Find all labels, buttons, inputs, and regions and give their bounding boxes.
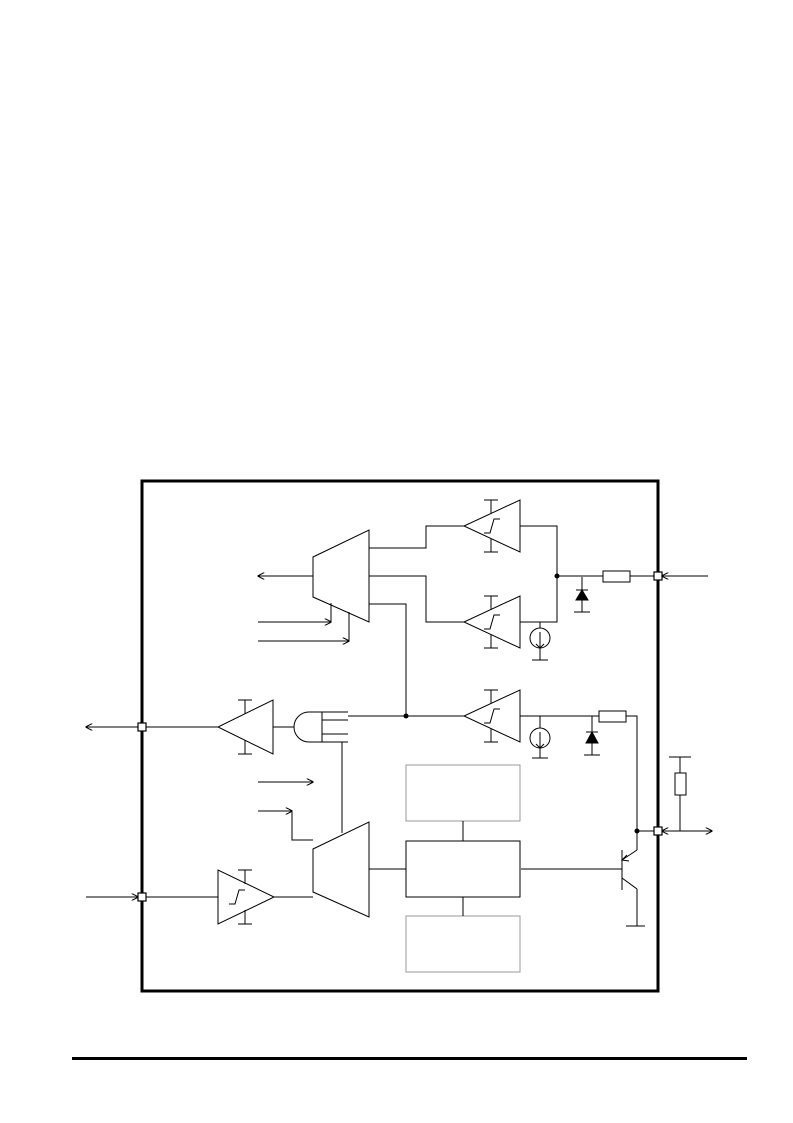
junction-dots	[403, 573, 640, 834]
chip-outline	[140, 479, 660, 993]
footer-rule	[72, 1057, 747, 1060]
logic-block-mid	[405, 840, 521, 898]
npn-transistor	[521, 849, 645, 927]
series-resistor-top	[602, 570, 631, 583]
pin-pads	[137, 571, 663, 902]
series-resistor-mid	[598, 710, 627, 723]
multiplexer-bottom	[312, 821, 370, 918]
current-source-top	[529, 627, 551, 661]
schmitt-receiver-bottom-right	[462, 689, 521, 743]
wiring	[86, 525, 712, 916]
left-output-pin	[137, 722, 147, 732]
and-gate	[293, 711, 348, 743]
left-input-pin	[137, 892, 147, 902]
output-driver-buffer	[216, 699, 274, 755]
logic-block-bottom	[405, 915, 521, 973]
current-source-mid	[529, 727, 551, 759]
schmitt-receiver-left	[217, 869, 276, 925]
logic-block-top	[405, 764, 521, 822]
clamp-diode-top	[574, 577, 590, 613]
clamp-diode-mid	[584, 716, 600, 756]
right-bidirectional-pin	[653, 826, 663, 836]
schmitt-receiver-mid	[462, 595, 521, 649]
multiplexer-top	[312, 529, 370, 623]
schmitt-receiver-top	[462, 499, 521, 553]
pullup-resistor-external	[674, 772, 687, 796]
right-input-pin	[653, 571, 663, 581]
